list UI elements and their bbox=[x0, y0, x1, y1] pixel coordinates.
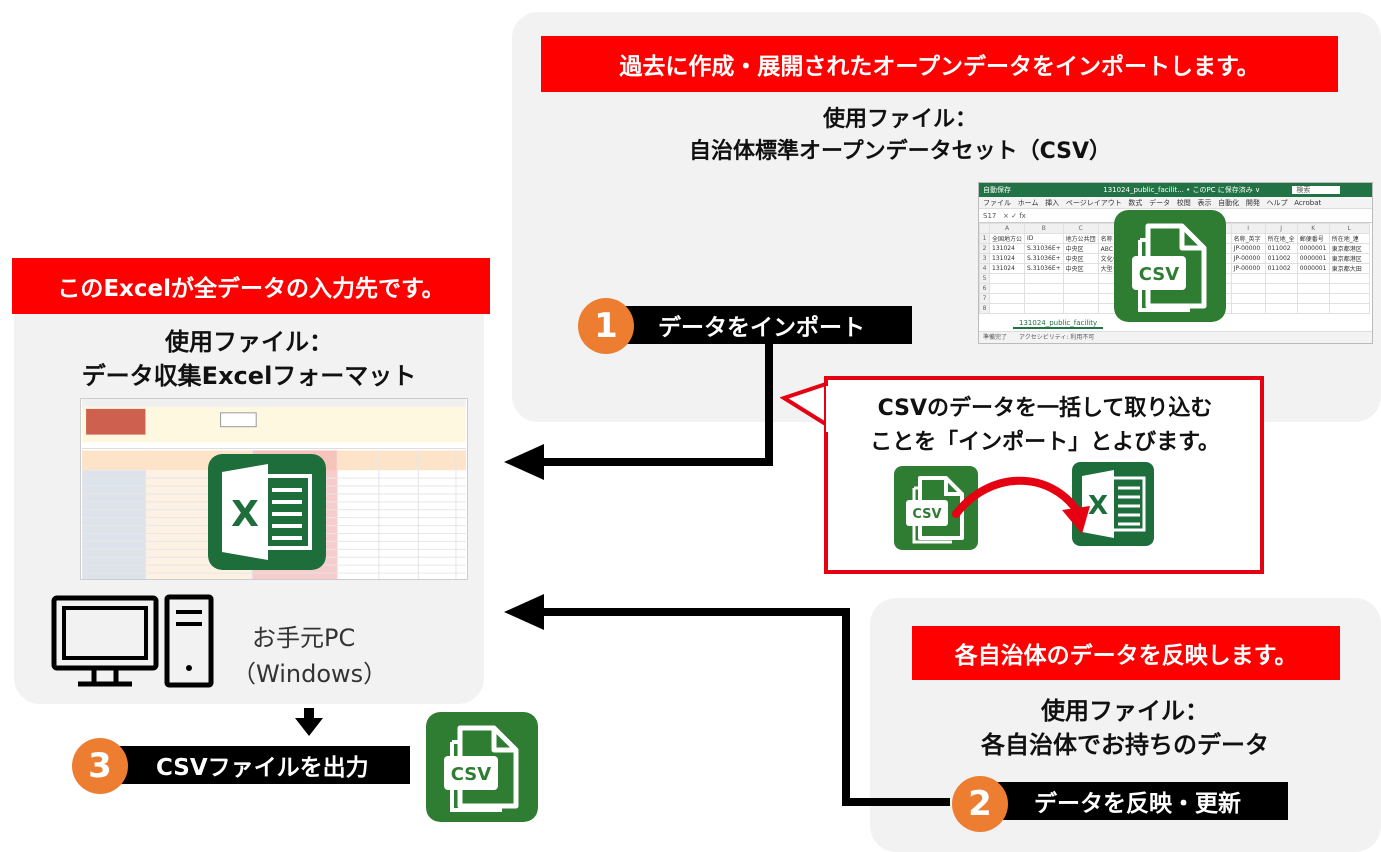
left-file-label: 使用ファイル： bbox=[165, 328, 333, 356]
top-file-caption: 使用ファイル： 自治体標準オープンデータセット（CSV） bbox=[660, 104, 1140, 168]
bottom-right-banner: 各自治体のデータを反映します。 bbox=[912, 626, 1340, 680]
cell-ref: S17 bbox=[983, 212, 997, 220]
callout-csv-text: CSV bbox=[912, 507, 941, 522]
menu-item: 数式 bbox=[1128, 199, 1143, 207]
csv-screenshot-search: 検索 bbox=[1292, 186, 1341, 194]
menu-item: 開発 bbox=[1245, 199, 1260, 207]
step3-badge: 3 bbox=[72, 738, 128, 794]
menu-item: データ bbox=[1149, 199, 1171, 207]
step1-badge: 1 bbox=[578, 298, 634, 354]
csv-screenshot-menubar: ファイル ホーム 挿入 ページレイアウト 数式 データ 校閲 表示 自動化 開発… bbox=[979, 197, 1372, 209]
menu-item: 挿入 bbox=[1045, 199, 1060, 207]
top-file-label: 使用ファイル： bbox=[822, 107, 977, 132]
menu-item: Acrobat bbox=[1294, 199, 1322, 207]
bottom-right-file-name: 各自治体でお持ちのデータ bbox=[981, 731, 1269, 759]
menu-item: 自動化 bbox=[1218, 199, 1240, 207]
bottom-right-file-label: 使用ファイル： bbox=[1041, 697, 1209, 725]
menu-item: ホーム bbox=[1017, 199, 1039, 207]
arrow-head-reflect bbox=[504, 594, 544, 630]
step3-label: CSVファイルを出力 bbox=[156, 755, 369, 781]
top-file-name: 自治体標準オープンデータセット（CSV） bbox=[688, 139, 1112, 164]
left-banner: このExcelが全データの入力先です。 bbox=[12, 258, 490, 314]
step2-bar: データを反映・更新 bbox=[992, 782, 1288, 820]
top-banner: 過去に作成・展開されたオープンデータをインポートします。 bbox=[541, 36, 1338, 92]
excel-file-icon: X bbox=[208, 454, 326, 570]
pc-tower-icon bbox=[164, 594, 214, 688]
csv-file-icon: CSV bbox=[1114, 210, 1226, 322]
bottom-right-file-caption: 使用ファイル： 各自治体でお持ちのデータ bbox=[900, 694, 1350, 762]
step3-bar: CSVファイルを出力 bbox=[104, 746, 410, 784]
menu-item: ページレイアウト bbox=[1065, 199, 1122, 207]
csv-screenshot-title: 131024_public_facilit... • このPC に保存済み ∨ bbox=[1103, 186, 1261, 194]
status-bar: 準備完了 アクセシビリティ: 利用不可 bbox=[979, 331, 1372, 343]
sheet-tab: 131024_public_facility bbox=[1013, 319, 1104, 329]
pc-label-line1: お手元PC bbox=[252, 624, 356, 652]
step1-label: データをインポート bbox=[658, 315, 865, 341]
callout-csv-icon: CSV bbox=[894, 466, 978, 550]
step2-label: データを反映・更新 bbox=[1034, 791, 1241, 817]
csv-icon-text: CSV bbox=[1139, 264, 1180, 285]
callout-line2: ことを「インポート」とよびます。 bbox=[870, 430, 1220, 455]
callout-excel-text: X bbox=[1088, 491, 1108, 521]
step2-badge: 2 bbox=[952, 776, 1008, 832]
output-csv-icon-text: CSV bbox=[451, 764, 492, 785]
autosave-label: 自動保存 bbox=[983, 186, 1011, 194]
menu-item: ファイル bbox=[983, 199, 1011, 207]
left-file-caption: 使用ファイル： データ収集Excelフォーマット bbox=[34, 325, 464, 393]
arrow-head-import bbox=[504, 444, 544, 480]
menu-item: 表示 bbox=[1197, 199, 1212, 207]
pc-label-line2: （Windows） bbox=[232, 660, 388, 688]
excel-icon-text: X bbox=[231, 494, 259, 535]
pc-label: お手元PC （Windows） bbox=[232, 620, 412, 692]
callout-text: CSVのデータを一括して取り込む ことを「インポート」とよびます。 bbox=[830, 392, 1260, 460]
output-csv-icon: CSV bbox=[426, 712, 538, 822]
callout-line1: CSVのデータを一括して取り込む bbox=[877, 396, 1213, 421]
menu-item: ヘルプ bbox=[1266, 199, 1288, 207]
monitor-icon bbox=[51, 595, 159, 687]
menu-item: 校閲 bbox=[1176, 199, 1191, 207]
csv-screenshot-titlebar: 自動保存 131024_public_facilit... • このPC に保存… bbox=[979, 183, 1372, 197]
arrow-head-output bbox=[295, 718, 323, 736]
callout-excel-icon: X bbox=[1072, 462, 1154, 546]
callout-pointer-mask bbox=[826, 386, 832, 432]
callout-curved-arrow bbox=[952, 476, 1090, 534]
left-file-name: データ収集Excelフォーマット bbox=[81, 362, 417, 390]
step1-bar: データをインポート bbox=[604, 306, 912, 344]
